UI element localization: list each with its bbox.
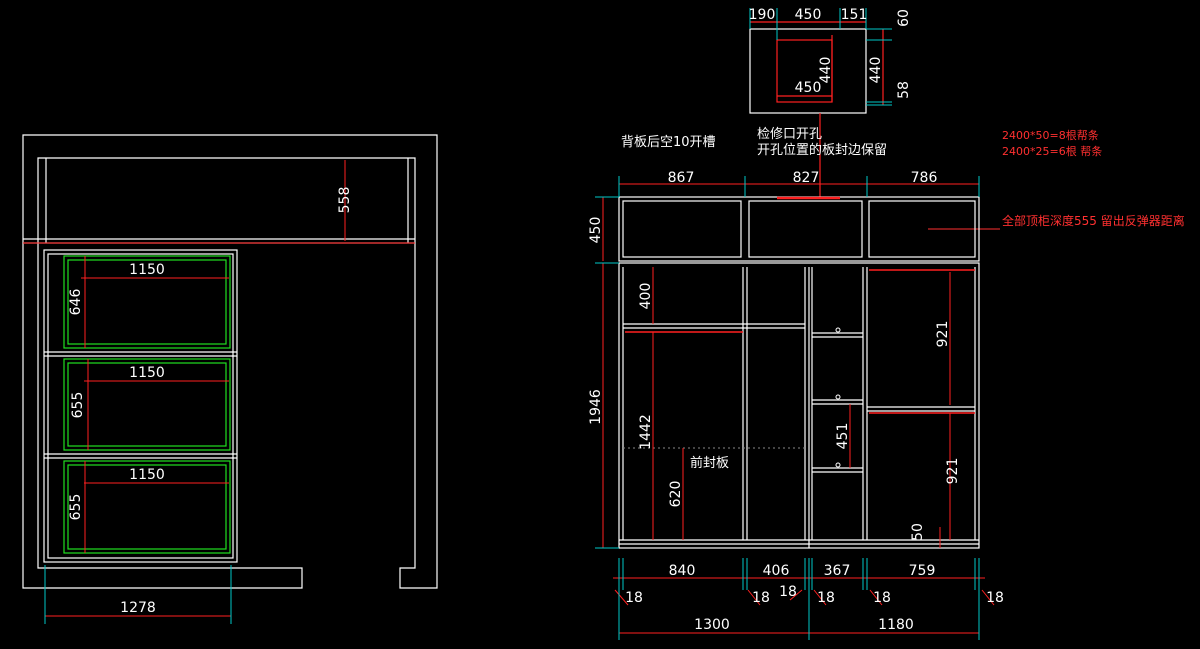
- dim-label-620: 620: [668, 481, 684, 508]
- top-cabinet-3: [868, 200, 976, 258]
- drawer-1: [63, 255, 231, 349]
- plan-outer-wall: [22, 134, 438, 589]
- note-backplate-slot: 背板后空10开槽: [621, 135, 716, 150]
- dim-label-646: 646: [68, 289, 84, 316]
- dim-label-18-d: 18: [817, 590, 835, 606]
- plan-drawers: [63, 255, 231, 554]
- dim-label-18-f: 18: [986, 590, 1004, 606]
- dim-label-1150-1: 1150: [129, 262, 165, 278]
- dim-label-1278: 1278: [120, 600, 156, 616]
- note-top-cabinet-depth: 全部顶柜深度555 留出反弹器距离: [1002, 213, 1185, 228]
- plan-view: [22, 134, 438, 589]
- dim-label-450: 450: [588, 217, 604, 244]
- elevation-view: [618, 196, 980, 549]
- access-extension-lines: [749, 8, 892, 106]
- dim-label-1180: 1180: [878, 617, 914, 633]
- dim-label-1150-2: 1150: [129, 365, 165, 381]
- access-panel-outline: [749, 28, 867, 114]
- plan-dimension-lines: [45, 160, 346, 617]
- dim-label-18-e: 18: [873, 590, 891, 606]
- dim-label-450-top: 450: [795, 7, 822, 23]
- top-cabinet-2: [748, 200, 863, 258]
- dim-label-921-top: 921: [935, 321, 951, 348]
- elevation-hang-rails: [625, 196, 975, 414]
- dim-label-558: 558: [337, 187, 353, 214]
- dim-label-867: 867: [668, 170, 695, 186]
- dim-label-655-1: 655: [70, 392, 86, 419]
- drawer-1-inner: [67, 259, 227, 345]
- note-strip-2: 2400*25=6根 帮条: [1002, 144, 1102, 158]
- dim-label-406: 406: [763, 563, 790, 579]
- note-strip-1: 2400*50=8根帮条: [1002, 128, 1099, 142]
- drawer-unit-frame: [43, 249, 238, 563]
- dim-label-827: 827: [793, 170, 820, 186]
- dim-label-786: 786: [911, 170, 938, 186]
- dim-label-18-a: 18: [625, 590, 643, 606]
- note-front-seal: 前封板: [690, 455, 729, 471]
- dim-label-921-bottom: 921: [945, 458, 961, 485]
- drawer-2: [63, 358, 231, 451]
- elevation-extension-lines: [595, 176, 980, 640]
- drawer-3: [63, 460, 231, 554]
- drawer-3-inner: [67, 464, 227, 550]
- dim-label-18-b: 18: [752, 590, 770, 606]
- plan-dimension-labels: 558 1150 1150 1150 646 655 655 1278: [68, 187, 353, 616]
- dim-label-450-inner: 450: [795, 80, 822, 96]
- dim-label-451: 451: [835, 423, 851, 450]
- elevation-dimension-labels: 867 827 786 450 1946 400 1442 620 451 92…: [588, 170, 1004, 633]
- dim-label-655-2: 655: [68, 494, 84, 521]
- note-access-hole-1: 检修口开孔: [757, 127, 822, 142]
- wardrobe-body-frame: [618, 262, 980, 549]
- dim-label-18-c: 18: [779, 584, 797, 600]
- note-access-hole-2: 开孔位置的板封边保留: [757, 142, 887, 158]
- dim-label-1300: 1300: [694, 617, 730, 633]
- access-panel-labels: 190 450 151 60 440 440 450 58: [749, 7, 912, 99]
- dim-label-759: 759: [909, 563, 936, 579]
- dim-label-58: 58: [896, 81, 912, 99]
- dim-label-60: 60: [896, 9, 912, 27]
- plan-extension-lines: [44, 565, 232, 624]
- drawer-2-inner: [67, 362, 227, 447]
- dim-label-50: 50: [910, 523, 926, 541]
- drawer-unit-inner: [47, 253, 234, 559]
- drawing-notes: 背板后空10开槽 检修口开孔 开孔位置的板封边保留 2400*50=8根帮条 2…: [621, 127, 1185, 471]
- dim-label-840: 840: [669, 563, 696, 579]
- dim-label-151: 151: [841, 7, 868, 23]
- dim-label-440-outer: 440: [868, 57, 884, 84]
- top-cabinet-1: [622, 200, 742, 258]
- dim-label-190: 190: [749, 7, 776, 23]
- top-cabinet-frame: [618, 196, 980, 262]
- dim-label-367: 367: [824, 563, 851, 579]
- dim-label-440-inner: 440: [818, 57, 834, 84]
- shelf-pins: [835, 327, 841, 468]
- dim-label-400: 400: [638, 283, 654, 310]
- dim-label-1150-3: 1150: [129, 467, 165, 483]
- dim-label-1442: 1442: [638, 414, 654, 450]
- dim-label-1946: 1946: [588, 389, 604, 425]
- elevation-dimension-lines: [602, 183, 995, 634]
